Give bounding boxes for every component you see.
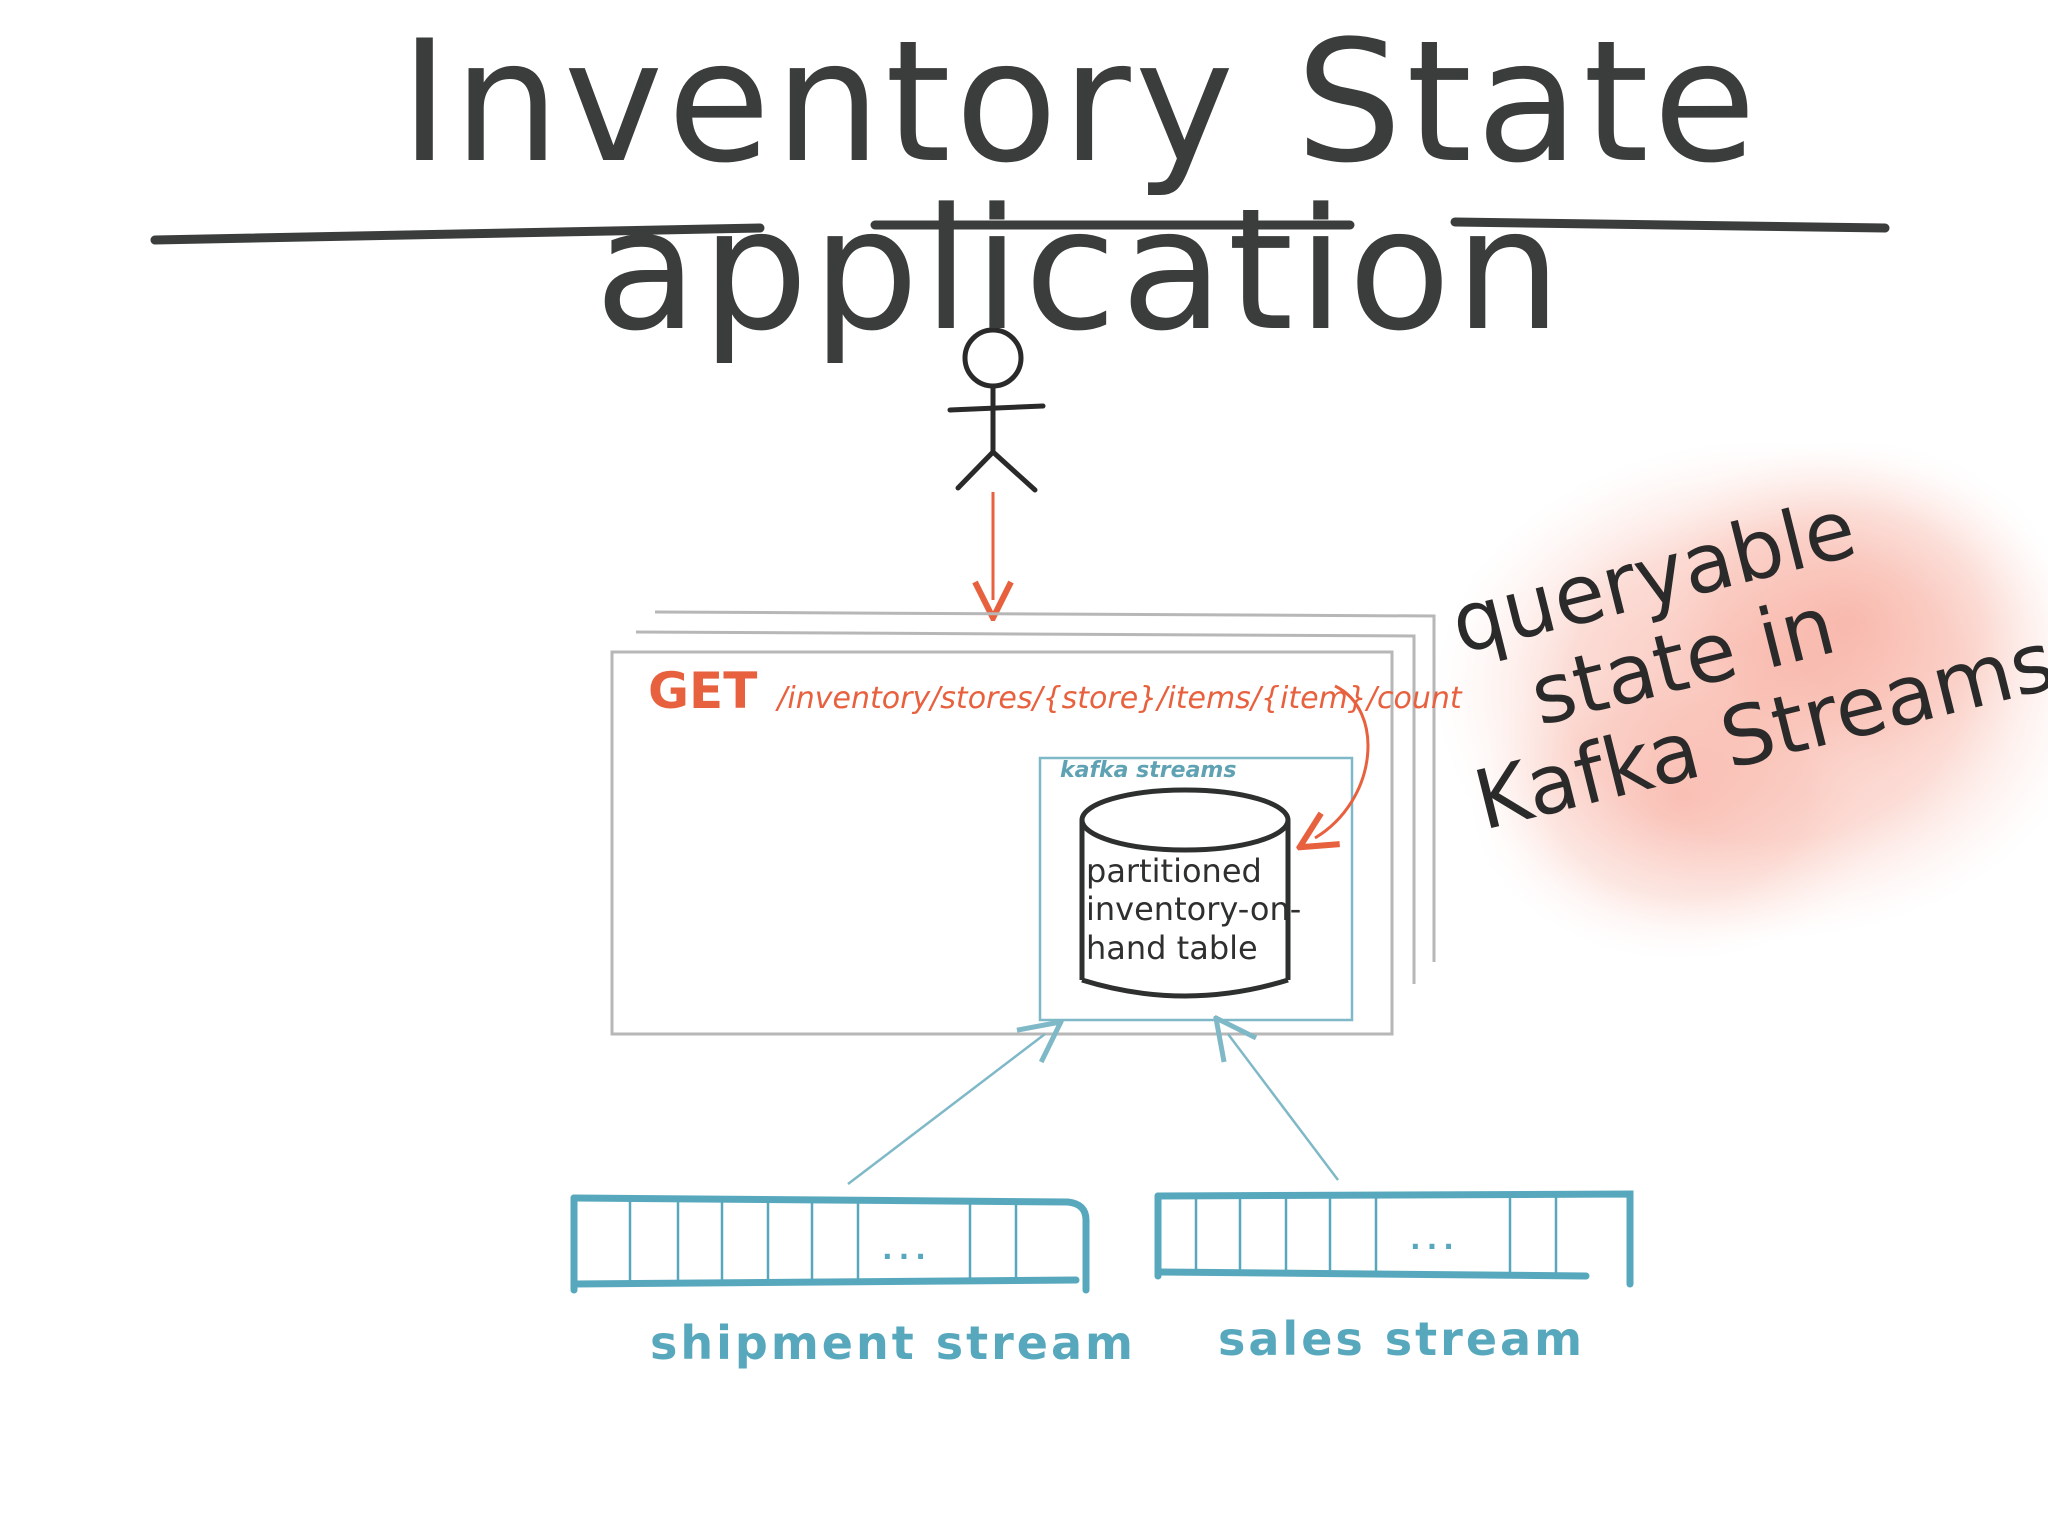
user-figure-icon <box>947 327 1046 493</box>
note-highlight <box>1435 440 2048 960</box>
sales-stream-label: sales stream <box>1218 1312 1586 1366</box>
state-store-label: partitioned inventory-on- hand table <box>1086 852 1316 967</box>
page-title: Inventory State application <box>399 4 1761 368</box>
sales-ellipsis: ... <box>1410 1223 1460 1256</box>
kafka-streams-label: kafka streams <box>1060 758 1237 783</box>
state-store-cylinder <box>1079 787 1291 999</box>
state-store-label-line: partitioned <box>1086 852 1262 890</box>
state-store-label-line: hand table <box>1086 928 1258 967</box>
title-underline <box>150 217 1890 245</box>
sales-stream-log <box>1154 1190 1634 1288</box>
http-method: GET <box>648 662 758 720</box>
request-endpoint: GET/inventory/stores/{store}/items/{item… <box>648 666 1462 716</box>
service-instances-frame <box>610 610 1436 1036</box>
shipment-stream-log <box>570 1194 1090 1294</box>
shipment-ellipsis: ... <box>882 1233 932 1266</box>
endpoint-path: /inventory/stores/{store}/items/{item}/c… <box>777 681 1462 716</box>
sales-arrow <box>1228 1034 1339 1181</box>
shipment-stream-label: shipment stream <box>650 1316 1136 1370</box>
query-arrow <box>1315 684 1370 838</box>
kafka-streams-box <box>1038 756 1354 1022</box>
state-store-label-line: inventory-on- <box>1086 890 1302 929</box>
shipment-arrow <box>847 1034 1045 1185</box>
